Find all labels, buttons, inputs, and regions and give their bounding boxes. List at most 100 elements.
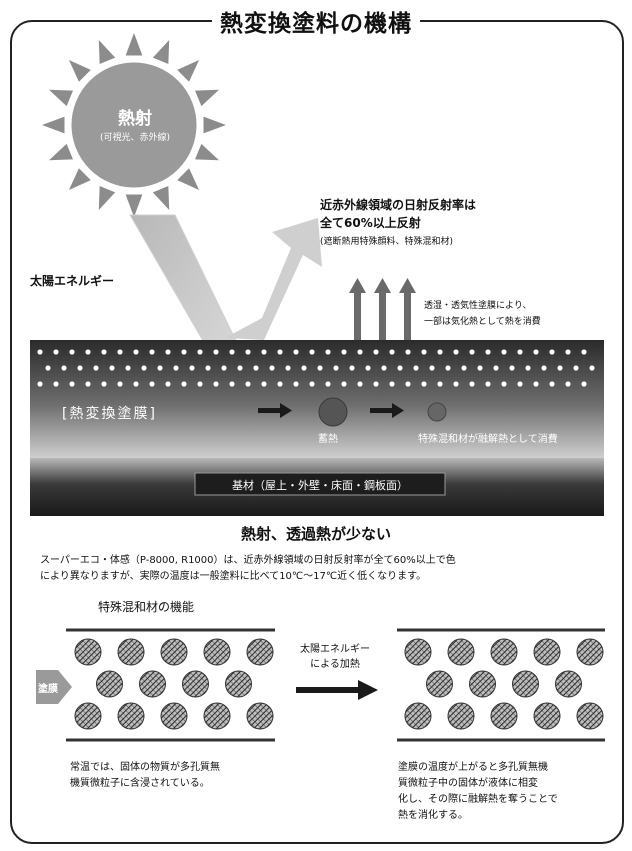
description-line1: スーパーエコ・体感（P-8000, R1000）は、近赤外線領域の日射反射率が全… xyxy=(40,555,456,566)
pigment-dot xyxy=(117,349,123,355)
pigment-dot xyxy=(53,349,59,355)
pigment-dot xyxy=(261,381,267,387)
pigment-dot xyxy=(365,365,371,371)
title-bar: 熱変換塗料の機構 xyxy=(0,4,632,38)
pigment-dot xyxy=(277,381,283,387)
pigment-dot xyxy=(69,349,75,355)
pigment-dot xyxy=(293,381,299,387)
coating-layer xyxy=(30,340,604,458)
pigment-dot xyxy=(277,349,283,355)
pigment-dot xyxy=(501,381,507,387)
function-title: 特殊混和材の機能 xyxy=(98,600,195,614)
pigment-dot xyxy=(117,381,123,387)
pigment-dot xyxy=(93,365,99,371)
pigment-dot xyxy=(437,349,443,355)
heated-line3: 化し、その際に融解熱を奪うことで xyxy=(398,794,558,805)
pigment-dot xyxy=(485,349,491,355)
pigment-dot xyxy=(45,365,51,371)
pigment-dot xyxy=(181,349,187,355)
pigment-dot xyxy=(581,381,587,387)
pigment-dot xyxy=(341,381,347,387)
porous-particle xyxy=(225,670,252,698)
coating-pigment-dots xyxy=(37,349,595,387)
pigment-dot xyxy=(485,381,491,387)
coating-layer-label: [熱変換塗膜] xyxy=(62,406,157,422)
heat-process-arrows xyxy=(258,403,404,418)
pigment-dot xyxy=(381,365,387,371)
pigment-dot xyxy=(197,381,203,387)
porous-particle xyxy=(555,670,582,698)
pigment-dot xyxy=(325,349,331,355)
pigment-dot xyxy=(389,381,395,387)
pigment-dot xyxy=(565,349,571,355)
pigment-dot xyxy=(309,349,315,355)
pigment-dot xyxy=(389,349,395,355)
porous-particle xyxy=(447,638,475,666)
reflect-line2: 全て60%以上反射 xyxy=(320,216,421,230)
pigment-dot xyxy=(565,381,571,387)
pigment-dot xyxy=(533,381,539,387)
consumed-label: 特殊混和材が融解熱として消費 xyxy=(418,434,558,445)
pigment-dot xyxy=(157,365,163,371)
porous-particle xyxy=(160,702,188,730)
pigment-dot xyxy=(37,381,43,387)
evap-line2: 一部は気化熱として熱を消費 xyxy=(424,317,541,327)
heating-line2: による加熱 xyxy=(310,659,360,670)
sun-label: 熱射 xyxy=(118,109,152,129)
porous-particle xyxy=(533,638,561,666)
pigment-dot xyxy=(405,381,411,387)
pigment-dot xyxy=(181,381,187,387)
pigment-dot xyxy=(397,365,403,371)
evaporation-arrows xyxy=(349,278,416,342)
heated-line1: 塗膜の温度が上がると多孔質無機 xyxy=(398,762,548,773)
porous-particle xyxy=(117,638,145,666)
pigment-dot xyxy=(61,365,67,371)
pigment-dot xyxy=(53,381,59,387)
diagram-title: 熱変換塗料の機構 xyxy=(212,11,420,37)
sun-sublabel: (可視光、赤外線) xyxy=(99,133,171,143)
porous-particle xyxy=(203,702,231,730)
pigment-dot xyxy=(573,365,579,371)
pigment-dot xyxy=(541,365,547,371)
coat-tag-arrow xyxy=(36,670,72,704)
sun-ray xyxy=(194,143,219,161)
porous-particle xyxy=(512,670,539,698)
pigment-dot xyxy=(517,349,523,355)
pigment-dot xyxy=(285,365,291,371)
pigment-dot xyxy=(197,349,203,355)
sun-ray xyxy=(42,116,65,134)
pigment-dot xyxy=(333,365,339,371)
pigment-dot xyxy=(421,349,427,355)
pigment-dot xyxy=(261,349,267,355)
pigment-dot xyxy=(101,381,107,387)
pigment-dot xyxy=(445,365,451,371)
coat-tag-label: 塗膜 xyxy=(38,684,58,695)
sun-ray xyxy=(203,116,226,134)
sun-ray xyxy=(177,59,200,82)
pigment-dot xyxy=(37,349,43,355)
porous-particle xyxy=(576,638,604,666)
sun-ray xyxy=(98,40,116,65)
pigment-dot xyxy=(221,365,227,371)
pigment-dot xyxy=(429,365,435,371)
pigment-dot xyxy=(85,349,91,355)
reflect-line1: 近赤外線領域の日射反射率は xyxy=(320,198,477,212)
sun-icon xyxy=(42,33,226,217)
pigment-dot xyxy=(453,381,459,387)
pigment-dot xyxy=(213,349,219,355)
pigment-dot xyxy=(557,365,563,371)
pigment-dot xyxy=(373,349,379,355)
pigment-dot xyxy=(173,365,179,371)
evap-line1: 透湿・透気性塗膜により、 xyxy=(424,301,532,311)
pigment-dot xyxy=(109,365,115,371)
sun-ray xyxy=(49,143,74,161)
sun-ray xyxy=(49,89,74,107)
pigment-dot xyxy=(205,365,211,371)
pigment-dot xyxy=(509,365,515,371)
pigment-dot xyxy=(133,349,139,355)
substrate-label-box xyxy=(194,472,446,496)
pigment-dot xyxy=(589,365,595,371)
porous-particle xyxy=(576,702,604,730)
headline: 熱射、透過熱が少ない xyxy=(240,525,391,543)
